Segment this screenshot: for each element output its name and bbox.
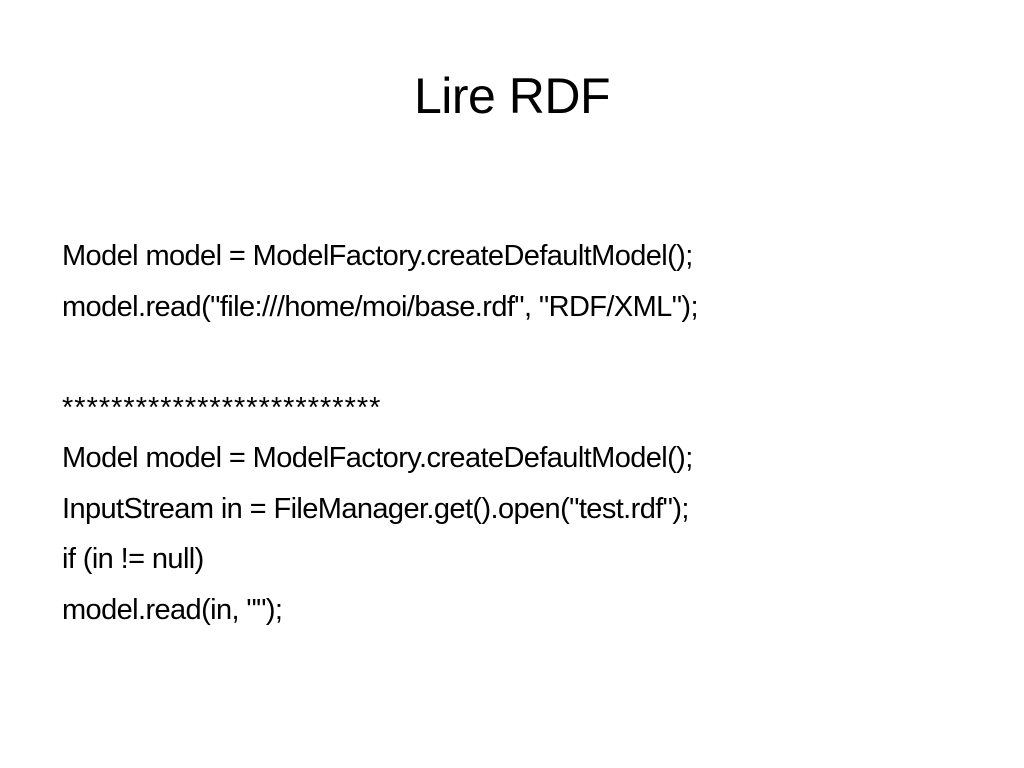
code-line-if-not-null: if (in != null) — [62, 543, 204, 575]
code-line-read-stream: model.read(in, ""); — [62, 593, 283, 626]
code-line-create-model: Model model = ModelFactory.createDefault… — [62, 240, 693, 272]
slide-body: Model model = ModelFactory.createDefault… — [62, 234, 982, 638]
blank-line — [62, 335, 982, 386]
slide-title: Lire RDF — [413, 68, 611, 124]
asterisk-separator: ************************** — [62, 391, 382, 424]
code-line-create-model-2: Model model = ModelFactory.createDefault… — [62, 442, 693, 474]
code-line-input-stream: InputStream in = FileManager.get().open(… — [62, 492, 690, 525]
code-line-read-file: model.read("file:///home/moi/base.rdf", … — [62, 290, 699, 323]
